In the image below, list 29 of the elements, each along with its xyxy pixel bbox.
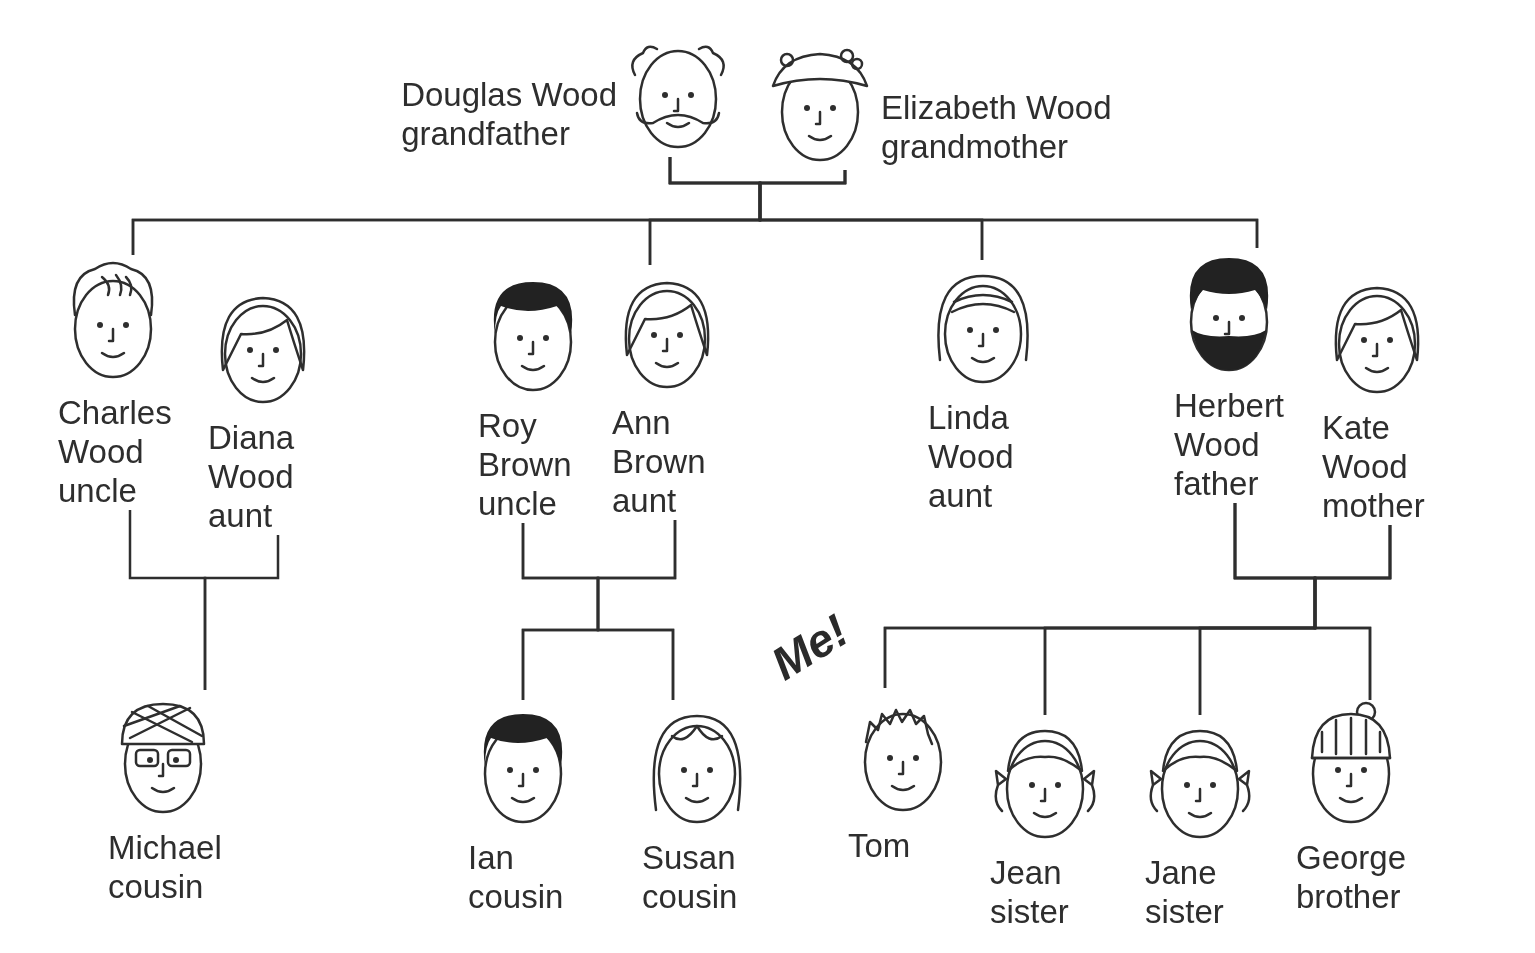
person-name: Susan (642, 838, 737, 877)
relation-label: brother (1296, 877, 1402, 916)
tree-line (203, 535, 280, 690)
relation-label: grandfather (401, 114, 571, 153)
person-name: Jean (990, 853, 1063, 892)
person-name: Elizabeth Wood (881, 88, 1112, 127)
person-name: Michael (108, 828, 222, 867)
relation-label: grandmother (881, 127, 1070, 166)
tree-line (1313, 525, 1392, 700)
relation-label: sister (990, 892, 1069, 931)
person-name: Jane (1145, 853, 1218, 892)
relation-label: aunt (208, 496, 274, 535)
relation-label: cousin (108, 867, 205, 906)
relation-label: cousin (468, 877, 564, 916)
note-label: Me! (761, 603, 858, 691)
person-name: Douglas Wood (401, 75, 617, 114)
relation-label: aunt (612, 481, 678, 520)
tree-line (596, 520, 677, 700)
tree-line (758, 170, 1259, 248)
person-name: Tom (848, 826, 911, 865)
relation-label: father (1174, 464, 1260, 503)
person-name: Ian (468, 838, 515, 877)
relation-label: uncle (478, 484, 558, 523)
relation-label: sister (1145, 892, 1224, 931)
relation-label: mother (1322, 486, 1426, 525)
relation-label: uncle (58, 471, 138, 510)
relation-label: aunt (928, 476, 994, 515)
relation-label: cousin (642, 877, 738, 916)
person-name: George (1296, 838, 1407, 877)
